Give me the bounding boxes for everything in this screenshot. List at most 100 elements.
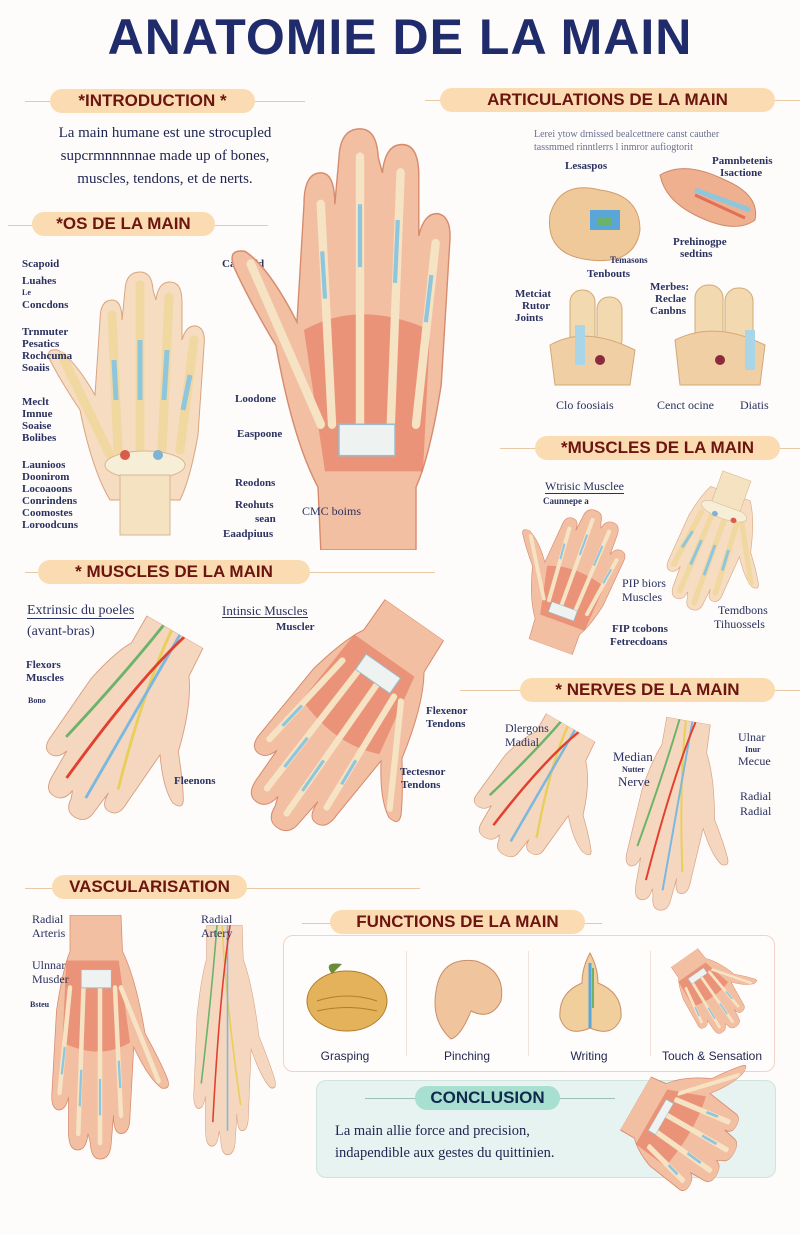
section-heading-bones: *OS DE LA MAIN xyxy=(32,212,215,236)
bone-label: sean xyxy=(255,513,276,525)
vascular-label: Artery xyxy=(201,926,233,940)
articulation-label: Clo foosiais xyxy=(556,398,614,412)
nerve-label: Median xyxy=(613,749,653,764)
articulation-label: Tenbouts xyxy=(587,268,631,280)
muscle-label: Intinsic Muscles xyxy=(222,603,308,618)
function-writing: Writing xyxy=(528,936,650,1071)
muscle-label: Fetrecdoans xyxy=(610,636,668,648)
intro-line: La main humane est une strocupled xyxy=(58,125,272,141)
muscle-label: Fleenons xyxy=(174,775,216,787)
muscle-label: Temdbons xyxy=(718,603,768,617)
muscle-label: Extrinsic du poeles xyxy=(27,603,135,619)
vascular-label: Radial xyxy=(32,912,64,926)
articulation-label: Reclae xyxy=(655,293,687,305)
function-label: Touch & Sensation xyxy=(661,1049,763,1063)
muscle-label: Tihuossels xyxy=(714,617,765,631)
section-heading-articulations: ARTICULATIONS DE LA MAIN xyxy=(440,88,775,112)
section-heading-muscles-right: *MUSCLES DE LA MAIN xyxy=(535,436,780,460)
conclusion-line: La main allie force and precision, xyxy=(335,1123,530,1139)
muscle-label: Flexenor xyxy=(426,705,468,717)
articulation-label: Lesaspos xyxy=(565,160,608,172)
bone-label: Scapoid xyxy=(22,258,60,270)
functions-panel: Grasping Pinching Writing Touch & Sensat… xyxy=(283,935,775,1072)
nerve-label: Nerve xyxy=(618,774,650,789)
joint-illustration xyxy=(549,187,641,262)
function-touch-sensation: Touch & Sensation xyxy=(650,936,774,1071)
section-heading-functions: FUNCTIONS DE LA MAIN xyxy=(330,910,585,934)
muscle-label: Muscler xyxy=(276,621,315,633)
pip-joint-illustration xyxy=(674,284,766,386)
mcp-joint-illustration xyxy=(549,289,636,386)
articulation-label: Cenct ocine xyxy=(657,398,714,412)
conclusion-line: indapendible aux gestes du quittinien. xyxy=(335,1145,555,1161)
muscle-label: Tendons xyxy=(426,718,466,730)
nerve-label: Ulnar xyxy=(738,730,766,744)
bone-label: Le xyxy=(22,288,31,297)
bone-label: Conrindens xyxy=(22,495,78,507)
nerve-label: Mecue xyxy=(738,754,771,768)
nerve-label: Madial xyxy=(505,735,539,749)
bone-label: Luahes xyxy=(22,275,57,287)
muscle-label: PIP biors xyxy=(622,576,666,590)
bone-label: Concdons xyxy=(22,299,69,311)
bone-label: Coomostes xyxy=(22,507,73,519)
bone-label: Meclt xyxy=(22,396,49,408)
bone-label: Reodons xyxy=(235,477,276,489)
bone-label: Loodone xyxy=(235,393,276,405)
intro-line: supcrmnnnnnae made up of bones, xyxy=(60,148,270,164)
vascular-label: Arteris xyxy=(32,926,66,940)
vascular-label: Ulnnar xyxy=(32,958,66,972)
bone-label: Bolibes xyxy=(22,432,57,444)
grasping-icon xyxy=(306,963,388,1032)
muscle-label: Caunnepe a xyxy=(543,496,589,506)
bone-label: Soaiis xyxy=(22,362,50,374)
arterial-network-hand-illustration xyxy=(175,925,280,1165)
bone-label: Launioos xyxy=(22,459,66,471)
writing-icon xyxy=(559,951,622,1032)
muscle-label: FIP tcobons xyxy=(612,623,668,635)
section-heading-vascularisation: VASCULARISATION xyxy=(52,875,247,899)
nerve-label: Radial xyxy=(740,789,772,803)
function-pinching: Pinching xyxy=(406,936,528,1071)
articulation-label: Lerei ytow drnissed bealcettnere canst c… xyxy=(534,129,720,140)
ulnar-nerve-hand-illustration xyxy=(594,710,757,930)
articulation-label: Metciat xyxy=(515,288,552,300)
bone-label: Easpoone xyxy=(237,428,283,440)
radial-artery-hand-illustration xyxy=(25,915,175,1170)
articulation-label: Rutor xyxy=(522,300,551,312)
nerve-label: Nutter xyxy=(622,765,645,774)
section-heading-conclusion: CONCLUSION xyxy=(415,1086,560,1110)
articulation-label: Isactione xyxy=(720,167,763,179)
nerve-label: Dlergons xyxy=(505,721,549,735)
muscle-hand-illustration xyxy=(633,454,797,636)
vascular-label: Radial xyxy=(201,912,233,926)
articulation-label: tassmmed rinntlerrs l inmror aufiogtorit xyxy=(534,142,693,153)
articulation-label: Prehinogpe xyxy=(673,236,727,248)
bone-label: Rochcuma xyxy=(22,350,73,362)
intro-line: muscles, tendons, et de nerts. xyxy=(77,171,253,187)
nerve-label: Radial xyxy=(740,804,772,818)
muscle-label: (avant-bras) xyxy=(27,624,95,639)
articulation-label: Pamnbetenis xyxy=(712,155,773,167)
joint-illustration xyxy=(659,168,757,227)
vascular-label: Bsteu xyxy=(30,1000,50,1009)
articulation-label: Canbns xyxy=(650,305,687,317)
muscle-label: Flexors xyxy=(26,659,61,671)
nerve-label: Inur xyxy=(745,745,761,754)
articulation-label: Temasons xyxy=(610,255,648,265)
bone-label: Pesatics xyxy=(22,338,60,350)
bone-label: Reohuts xyxy=(235,499,274,511)
function-label: Grasping xyxy=(320,1049,370,1063)
pinching-icon xyxy=(434,959,503,1040)
cmc-joints-label: CMC boims xyxy=(302,504,362,518)
vascular-label: Musder xyxy=(32,972,69,986)
articulation-label: sedtins xyxy=(680,248,713,260)
section-heading-introduction: *INTRODUCTION * xyxy=(50,89,255,113)
bone-label: Loroodcuns xyxy=(22,519,79,531)
bone-label: Locoaoons xyxy=(22,483,73,495)
poster-title: ANATOMIE DE LA MAIN xyxy=(107,9,693,65)
bone-label: Imnue xyxy=(22,408,53,420)
bone-label: Soaise xyxy=(22,420,52,432)
muscle-label: Muscles xyxy=(26,672,64,684)
muscle-label: Muscles xyxy=(622,590,662,604)
